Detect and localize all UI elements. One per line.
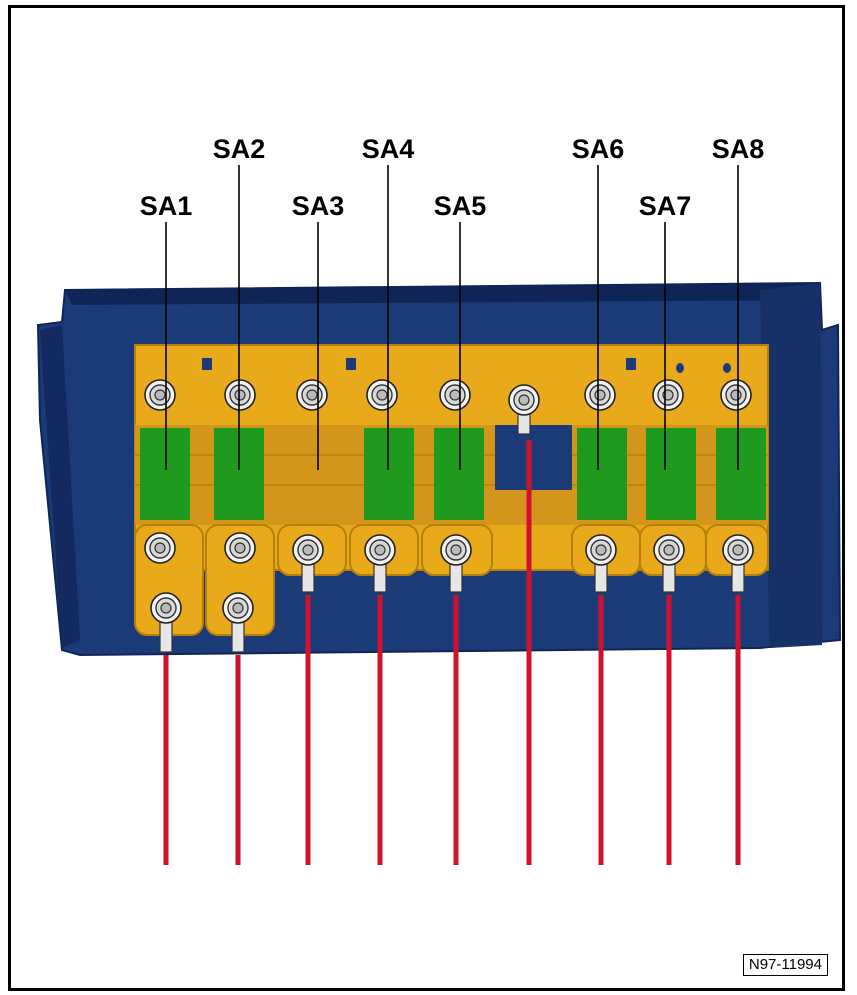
cables (163, 440, 741, 865)
fuse-holder-diagram: SA1 SA2 SA3 SA4 SA5 SA6 SA7 SA8 (36, 134, 842, 865)
bolt-icon (440, 534, 472, 566)
fuse-sa5 (434, 428, 484, 520)
bolt-icon (653, 534, 685, 566)
diagram-frame: SA1 SA2 SA3 SA4 SA5 SA6 SA7 SA8 N97-1199… (8, 5, 845, 991)
fuse-sa6 (577, 428, 627, 520)
label-sa4: SA4 (362, 134, 415, 164)
bolt-icon (222, 592, 254, 624)
bolt-icon (224, 532, 256, 564)
cable-lug (662, 563, 676, 593)
bolt-icon (584, 379, 616, 411)
cable-lug (373, 563, 387, 593)
label-sa3: SA3 (292, 191, 345, 221)
fuse-sa1 (140, 428, 190, 520)
bolt-icon (508, 384, 540, 416)
label-sa8: SA8 (712, 134, 765, 164)
bolt-icon (144, 532, 176, 564)
cable-lug (231, 621, 245, 653)
bolt-icon (439, 379, 471, 411)
fuse-sa4 (364, 428, 414, 520)
bolt-icon (224, 379, 256, 411)
bolt-icon (150, 592, 182, 624)
label-sa1: SA1 (140, 191, 193, 221)
bolt-icon (722, 534, 754, 566)
label-sa5: SA5 (434, 191, 487, 221)
bolt-icon (144, 379, 176, 411)
fuse-sa7 (646, 428, 696, 520)
fuse-elements (140, 428, 766, 520)
terminal-bolts (144, 379, 754, 653)
fuse-labels: SA1 SA2 SA3 SA4 SA5 SA6 SA7 SA8 (140, 134, 765, 221)
fuse-sa8 (716, 428, 766, 520)
cable-lug (731, 563, 745, 593)
bolt-icon (652, 379, 684, 411)
leader-lines (165, 165, 739, 470)
bolt-icon (366, 379, 398, 411)
bolt-icon (585, 534, 617, 566)
bolt-icon (720, 379, 752, 411)
label-sa6: SA6 (572, 134, 625, 164)
figure-id-badge: N97-11994 (742, 954, 828, 976)
bolt-icon (296, 379, 328, 411)
cable-lug (301, 563, 315, 593)
bolt-icon (292, 534, 324, 566)
label-sa7: SA7 (639, 191, 692, 221)
cable-lug (449, 563, 463, 593)
cable-lug (594, 563, 608, 593)
label-sa2: SA2 (213, 134, 266, 164)
bolt-icon (364, 534, 396, 566)
cable-lug (159, 621, 173, 653)
